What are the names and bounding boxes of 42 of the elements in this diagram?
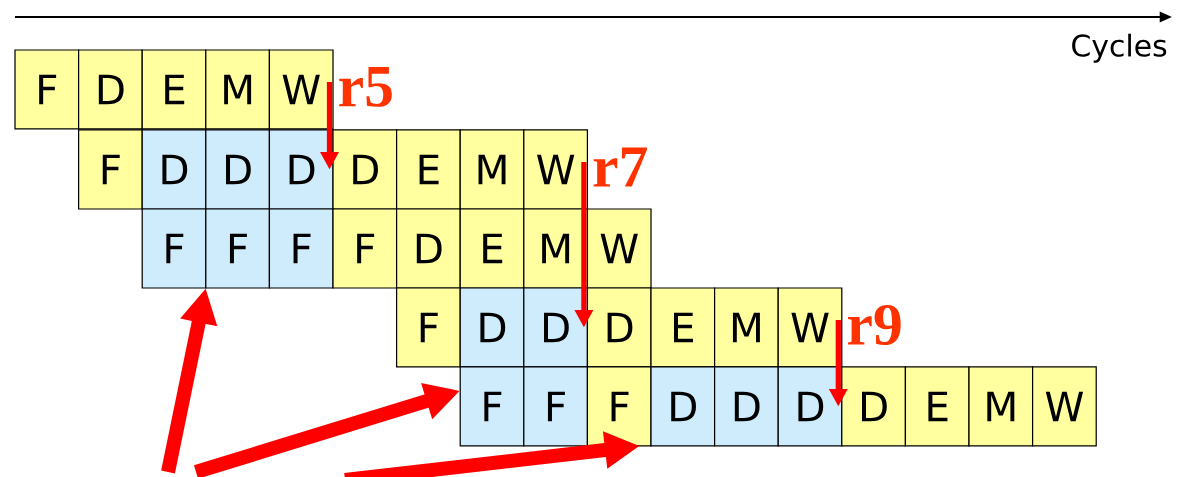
stage-cell: F [205, 208, 271, 289]
stage-cell: F [459, 366, 525, 447]
stage-cell: F [332, 208, 398, 289]
stage-cell: D [268, 129, 334, 210]
stage-cell: F [141, 208, 207, 289]
stage-cell: F [78, 129, 143, 210]
stage-cell: F [268, 208, 334, 289]
edge-label: r9 [848, 304, 901, 346]
stage-cell: M [968, 366, 1034, 447]
stage-cell: F [396, 287, 461, 368]
stage-cell: W [1032, 366, 1097, 447]
stage-cell: M [714, 287, 779, 368]
stage-cell: F [14, 49, 80, 130]
stage-cell: W [777, 287, 843, 368]
stage-cell: E [904, 366, 970, 447]
stage-cell: E [650, 287, 716, 368]
edge-label: r5 [339, 67, 392, 107]
stage-cell: D [141, 129, 207, 210]
stage-cell: W [586, 208, 652, 289]
stage-cell: D [523, 287, 589, 368]
edge-label: r7 [593, 147, 647, 187]
stage-cell: M [523, 208, 589, 289]
stage-cell: E [459, 208, 525, 289]
stage-cell: D [650, 366, 716, 447]
stage-cell: M [205, 49, 271, 130]
stage-cell: D [777, 366, 843, 447]
stage-cell: D [459, 287, 525, 368]
stage-cell: D [714, 366, 779, 447]
stage-cell: M [459, 129, 525, 210]
stage-cell: W [268, 49, 334, 130]
stage-cell: D [841, 366, 907, 447]
axis-label: Cycles [1072, 33, 1167, 63]
stage-cell: D [396, 208, 461, 289]
stage-cell: E [396, 129, 461, 210]
stage-cell: W [523, 129, 589, 210]
stage-cell: E [141, 49, 207, 130]
stage-cell: D [205, 129, 271, 210]
stage-cell: D [332, 129, 398, 210]
stage-cell: F [586, 366, 652, 447]
stage-cell: F [523, 366, 589, 447]
stage-cell: D [586, 287, 652, 368]
stage-cell: D [78, 49, 143, 130]
